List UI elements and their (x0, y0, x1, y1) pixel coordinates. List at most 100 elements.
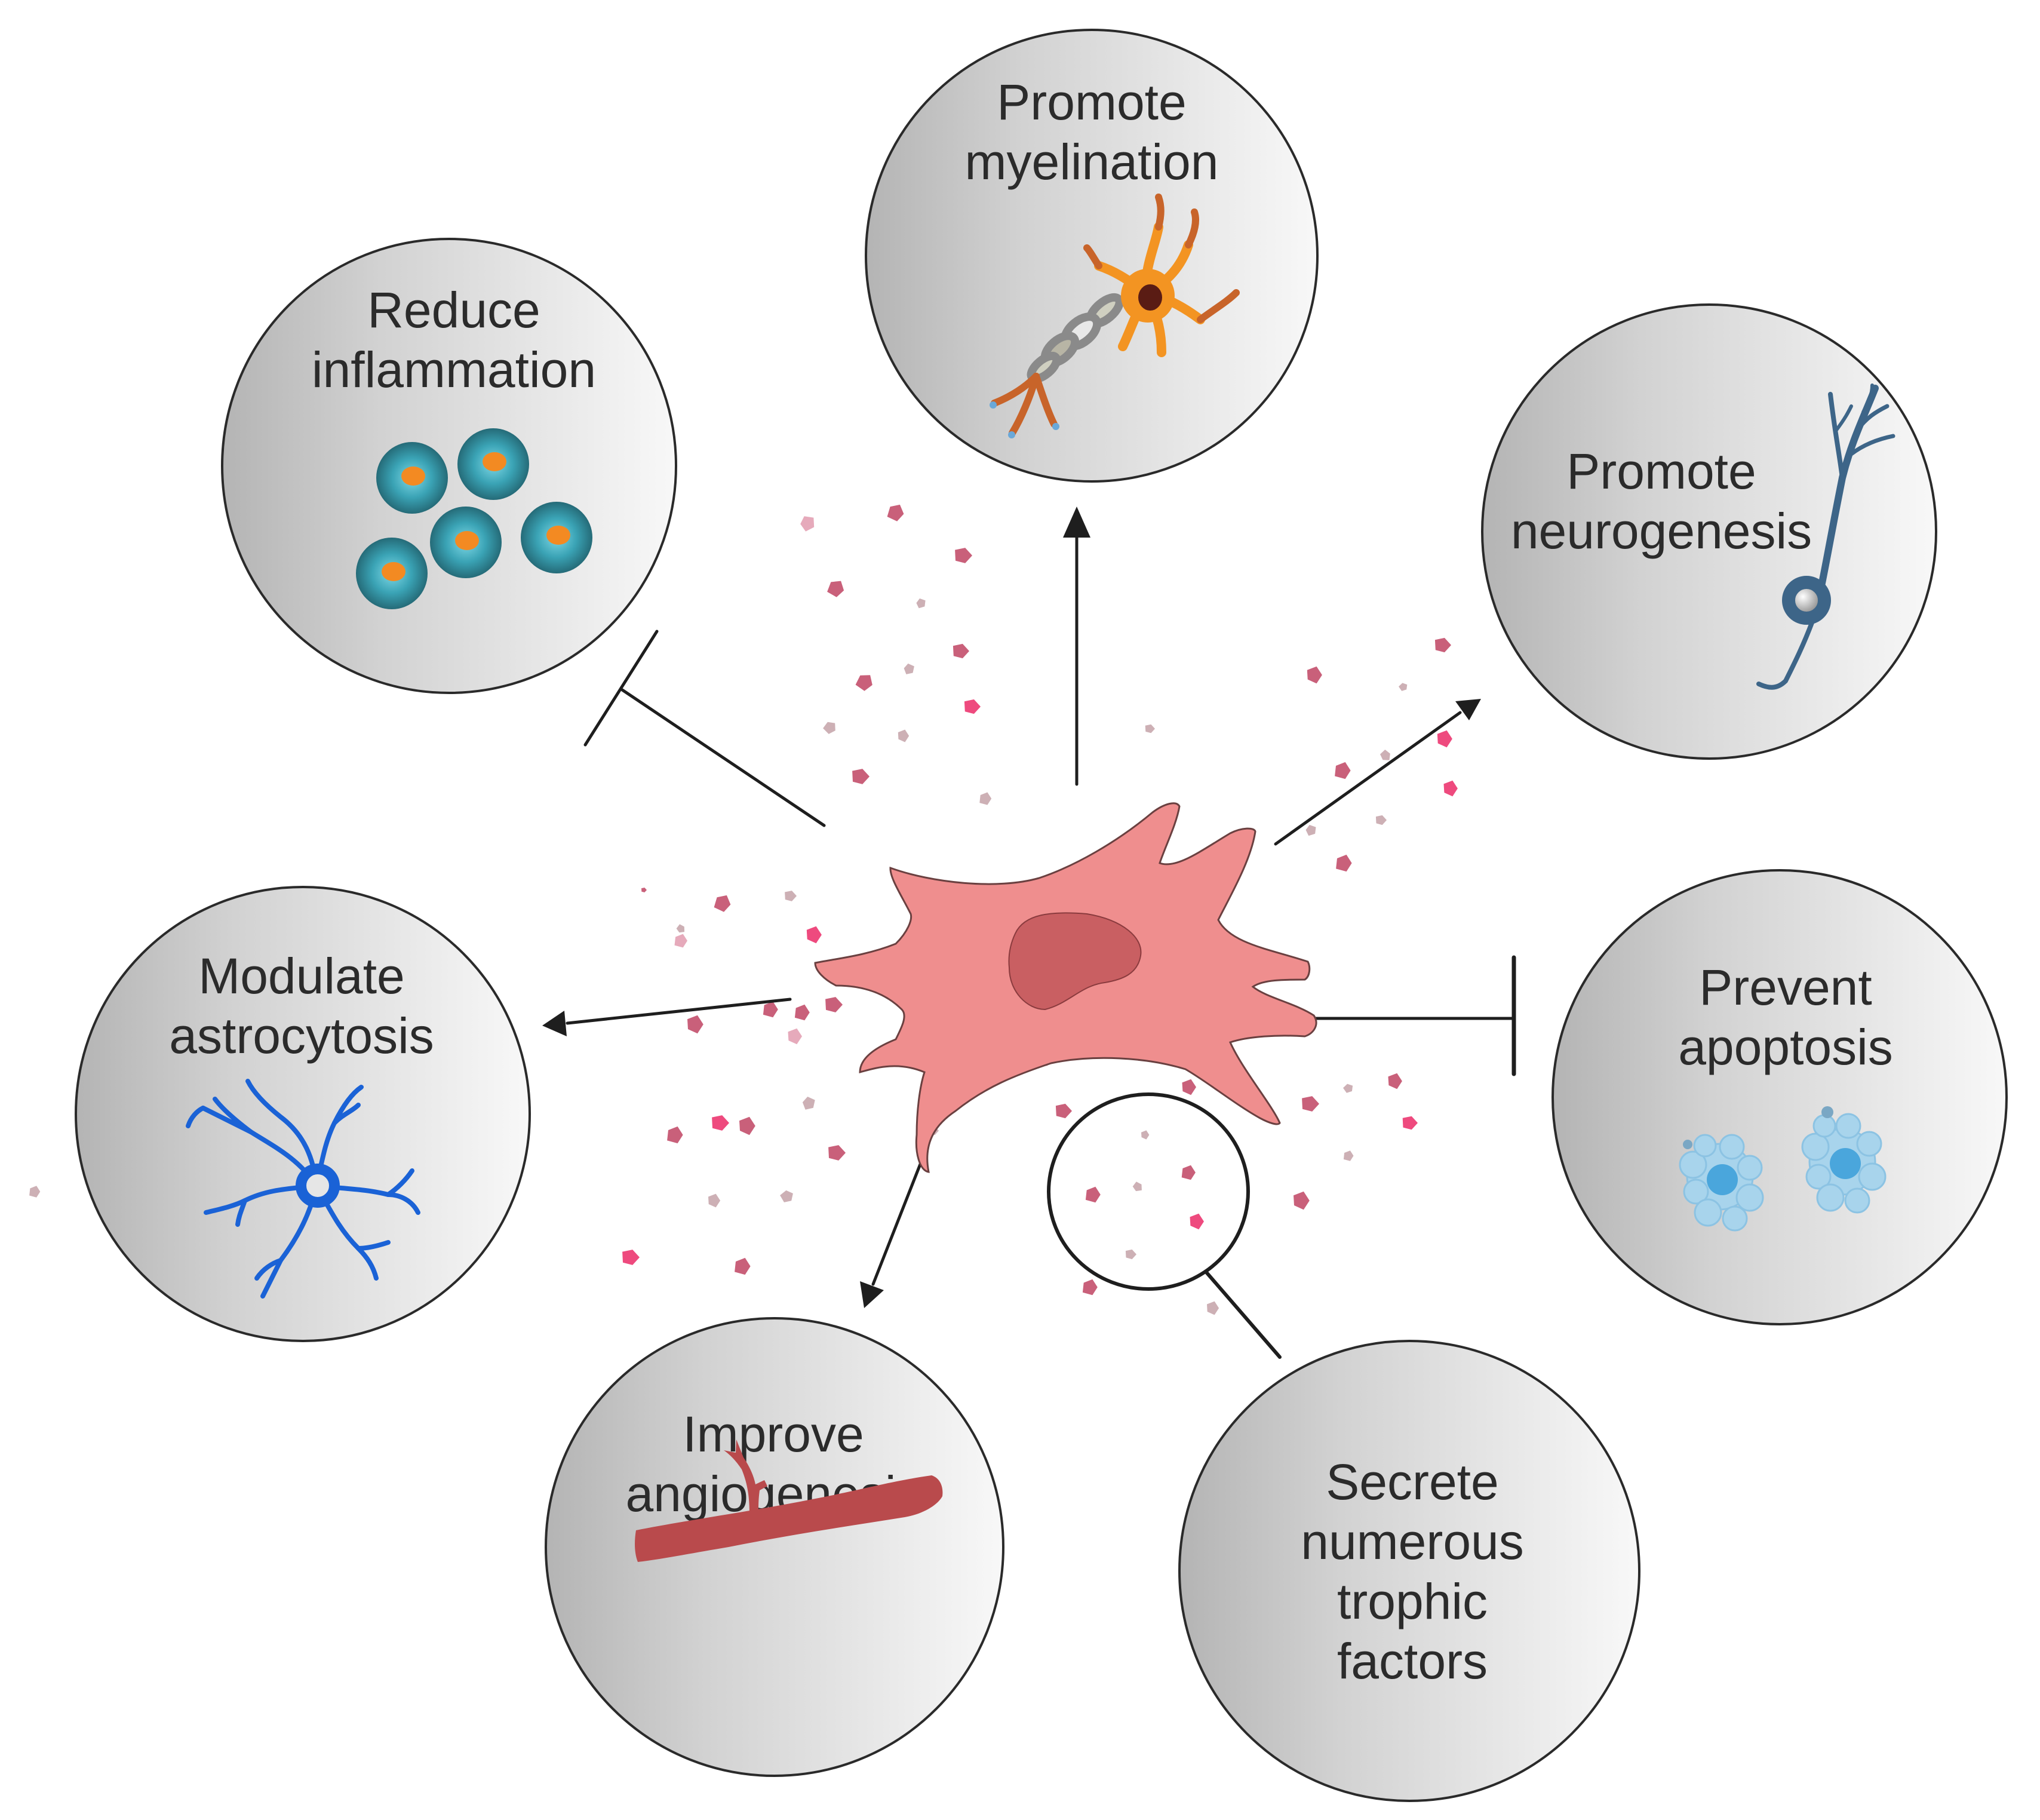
trophic-factor-particle (828, 1145, 846, 1161)
trophic-factor-particle (1434, 637, 1451, 653)
trophic-factor-particle (687, 1015, 703, 1034)
trophic-factor-particle (1335, 762, 1351, 779)
effect-label-line2: inflammation (312, 342, 596, 398)
trophic-factor-particle (1190, 1213, 1204, 1230)
trophic-factor-particle (1343, 1150, 1354, 1161)
astrocyte-icon (186, 1079, 420, 1299)
trophic-factor-particle (916, 598, 926, 609)
trophic-factor-particle (1085, 1186, 1101, 1203)
effect-circle (221, 238, 677, 694)
trophic-factor-particle (714, 895, 731, 912)
trophic-factor-particle (622, 1250, 640, 1265)
trophic-factor-particle (806, 926, 822, 944)
effect-label-line2: numerous (1301, 1514, 1524, 1570)
effect-label-line1: Reduce (367, 282, 540, 338)
effect-label-line2: apoptosis (1678, 1019, 1893, 1075)
trophic-factor-particle (979, 792, 992, 805)
trophic-factor-particle (823, 722, 835, 734)
trophic-factor-particle (1380, 750, 1390, 760)
trophic-factor-particle (800, 516, 815, 532)
effect-node-inflammation[interactable]: Reduce inflammation (221, 238, 677, 694)
effect-label-line2: astrocytosis (169, 1008, 434, 1064)
effect-label-line2: myelination (965, 134, 1219, 190)
effect-node-astrocytosis[interactable]: Modulate astrocytosis (75, 886, 531, 1342)
trophic-factor-particle (1343, 1084, 1353, 1093)
effect-circle (1551, 869, 2008, 1325)
trophic-factor-particle (855, 675, 872, 691)
trophic-factor-particle (955, 548, 972, 563)
effect-circle (1481, 303, 1937, 760)
effect-label-line1: Secrete (1326, 1454, 1499, 1510)
trophic-factor-particle (1443, 780, 1458, 797)
trophic-factor-particle (1402, 1116, 1418, 1130)
trophic-factor-particle (1125, 1249, 1136, 1260)
trophic-factor-particle (29, 1186, 41, 1198)
arrow-line-neurogenesis (1274, 711, 1462, 846)
trophic-factor-particle (676, 924, 685, 933)
trophic-factor-particle (667, 1126, 683, 1144)
trophic-factor-particle (904, 663, 914, 674)
trophic-factor-particle (794, 1004, 810, 1021)
trophic-factor-particle (898, 729, 910, 742)
trophic-factor-particle (788, 1028, 802, 1045)
trophic-factor-particle (1132, 1181, 1142, 1192)
effect-node-trophic-factors[interactable]: Secrete numerous trophic factors (1178, 1340, 1640, 1802)
trophic-factor-particle (674, 934, 687, 948)
trophic-factor-particle (763, 1001, 778, 1018)
arrow-line-astrocytosis (566, 998, 792, 1025)
trophic-factor-particle (1294, 1191, 1310, 1210)
arrowhead-myelination (1063, 507, 1090, 538)
effect-node-angiogenesis[interactable]: Improve angiogenesis (545, 1317, 1004, 1777)
arrowhead-neurogenesis (1455, 699, 1481, 720)
inhibit-line-inflammation (620, 688, 826, 827)
trophic-factor-particle (825, 997, 843, 1012)
trophic-factor-particle (708, 1193, 721, 1208)
effect-label-line1: Promote (1566, 443, 1756, 499)
trophic-factor-particle (1181, 1165, 1196, 1180)
trophic-factor-particle (1375, 815, 1387, 825)
arrowhead-angiogenesis (860, 1281, 884, 1308)
trophic-factor-particle (1307, 666, 1322, 684)
trophic-factor-particle (1437, 730, 1452, 748)
blood-vessel-icon (635, 1440, 943, 1562)
trophic-factor-particle (1336, 854, 1352, 872)
effect-label-line1: Promote (997, 74, 1186, 130)
effect-circle (1178, 1340, 1640, 1802)
trophic-factor-particle (1399, 683, 1408, 691)
effect-label-line1: Prevent (1699, 959, 1872, 1015)
apoptotic-cells-icon (1679, 1106, 1887, 1232)
inhibit-bar-inflammation (583, 630, 659, 747)
effect-node-apoptosis[interactable]: Prevent apoptosis (1551, 869, 2008, 1325)
effect-node-myelination[interactable]: Promote myelination (865, 29, 1319, 483)
trophic-factor-particle (953, 643, 969, 659)
effect-circle (75, 886, 531, 1342)
trophic-factor-particle (852, 769, 870, 784)
trophic-factor-particle (1388, 1073, 1402, 1089)
effect-circle (545, 1317, 1004, 1777)
trophic-factor-particle (1207, 1301, 1219, 1315)
trophic-factor-particle (1302, 1096, 1319, 1112)
trophic-factor-particle (1305, 825, 1316, 836)
magnifier-icon (1047, 1092, 1250, 1291)
trophic-factor-particle (739, 1116, 755, 1135)
trophic-factor-particle (1082, 1279, 1098, 1296)
trophic-factor-particle (1145, 724, 1155, 733)
trophic-factor-particle (712, 1115, 729, 1131)
central-secretory-cell[interactable] (814, 802, 1317, 1173)
trophic-factor-particle (1182, 1079, 1196, 1095)
connectors (542, 507, 1516, 1359)
neuron-icon (1756, 383, 1895, 690)
trophic-factor-particle (735, 1257, 751, 1275)
cell-nucleus (1008, 912, 1142, 1011)
effect-label-line1: Modulate (198, 948, 405, 1004)
effect-label-line4: factors (1337, 1633, 1488, 1689)
magnifier-handle (1205, 1270, 1282, 1359)
effect-node-neurogenesis[interactable]: Promote neurogenesis (1481, 303, 1937, 760)
trophic-factor-particle (785, 891, 797, 901)
trophic-factor-particle (780, 1190, 793, 1202)
effect-label-line2: neurogenesis (1511, 503, 1812, 559)
trophic-factor-particle (964, 699, 981, 714)
oligodendrocyte-icon (990, 194, 1240, 438)
trophic-factor-particle (827, 581, 844, 597)
